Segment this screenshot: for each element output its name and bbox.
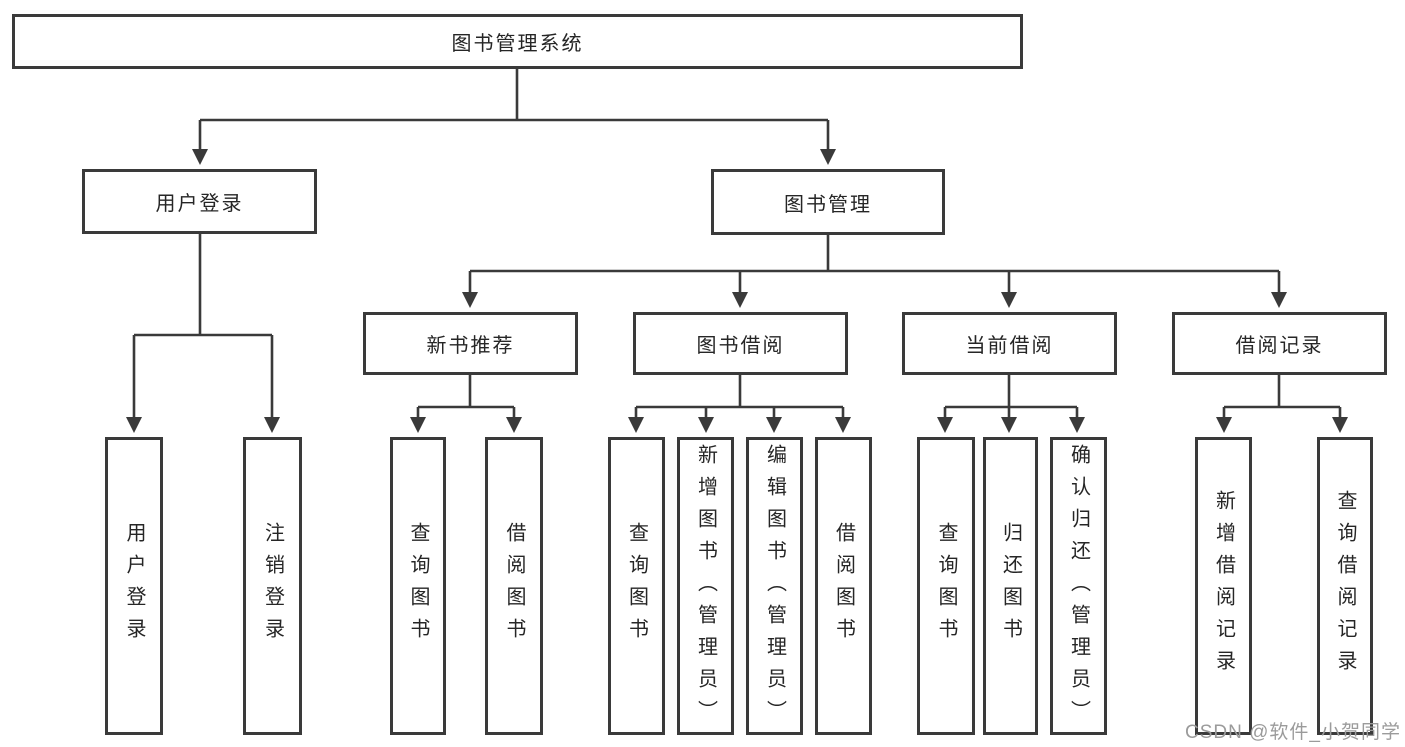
node-book-management: 图书管理 (711, 169, 945, 235)
leaf-records-add-record: 新增借阅记录 (1195, 437, 1252, 735)
leaf-user-login: 用户登录 (105, 437, 163, 735)
leaf-borrow-borrow-books: 借阅图书 (815, 437, 872, 735)
node-borrow-records: 借阅记录 (1172, 312, 1387, 375)
leaf-current-confirm-return-admin: 确认归还（管理员） (1050, 437, 1107, 735)
leaf-recommend-borrow-books: 借阅图书 (485, 437, 543, 735)
node-book-borrow: 图书借阅 (633, 312, 848, 375)
node-new-book-recommend: 新书推荐 (363, 312, 578, 375)
node-current-borrow: 当前借阅 (902, 312, 1117, 375)
node-user-login: 用户登录 (82, 169, 317, 234)
leaf-current-query-books: 查询图书 (917, 437, 975, 735)
leaf-logout: 注销登录 (243, 437, 302, 735)
node-root: 图书管理系统 (12, 14, 1023, 69)
leaf-records-query-record: 查询借阅记录 (1317, 437, 1373, 735)
leaf-borrow-query-books: 查询图书 (608, 437, 665, 735)
leaf-borrow-edit-books-admin: 编辑图书（管理员） (746, 437, 803, 735)
csdn-watermark: CSDN @软件_小贺同学 (1185, 722, 1401, 743)
leaf-borrow-add-books-admin: 新增图书（管理员） (677, 437, 734, 735)
leaf-current-return-books: 归还图书 (983, 437, 1038, 735)
leaf-recommend-query-books: 查询图书 (390, 437, 446, 735)
